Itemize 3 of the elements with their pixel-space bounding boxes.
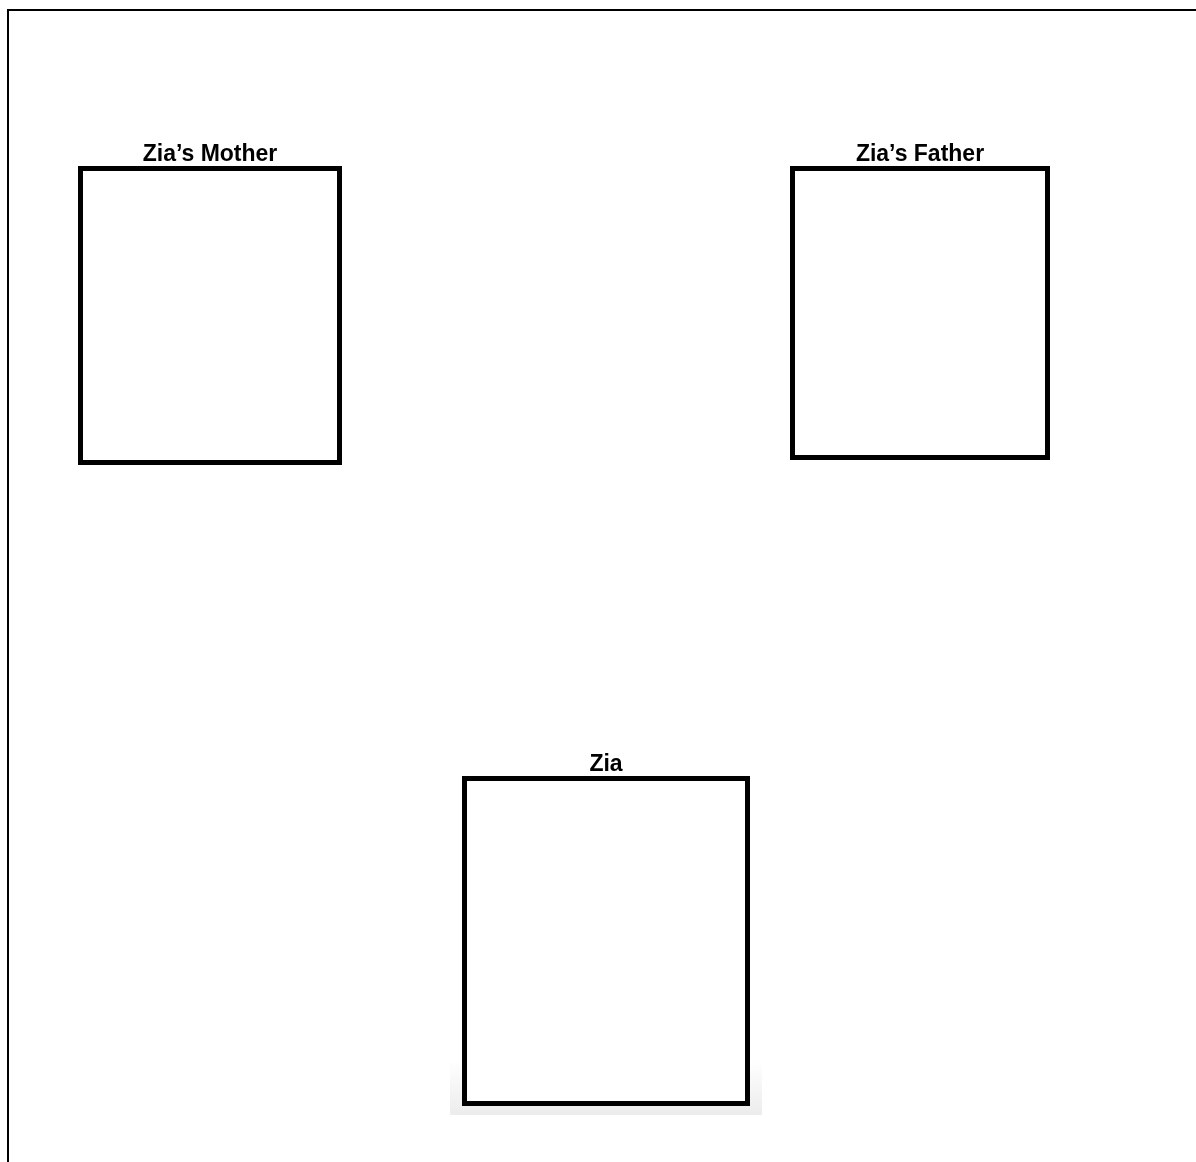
box-heading: Zia’s Father [855, 140, 985, 166]
box-heading: Zia’s Mother [142, 140, 278, 166]
box-heading: Zia [589, 750, 623, 776]
